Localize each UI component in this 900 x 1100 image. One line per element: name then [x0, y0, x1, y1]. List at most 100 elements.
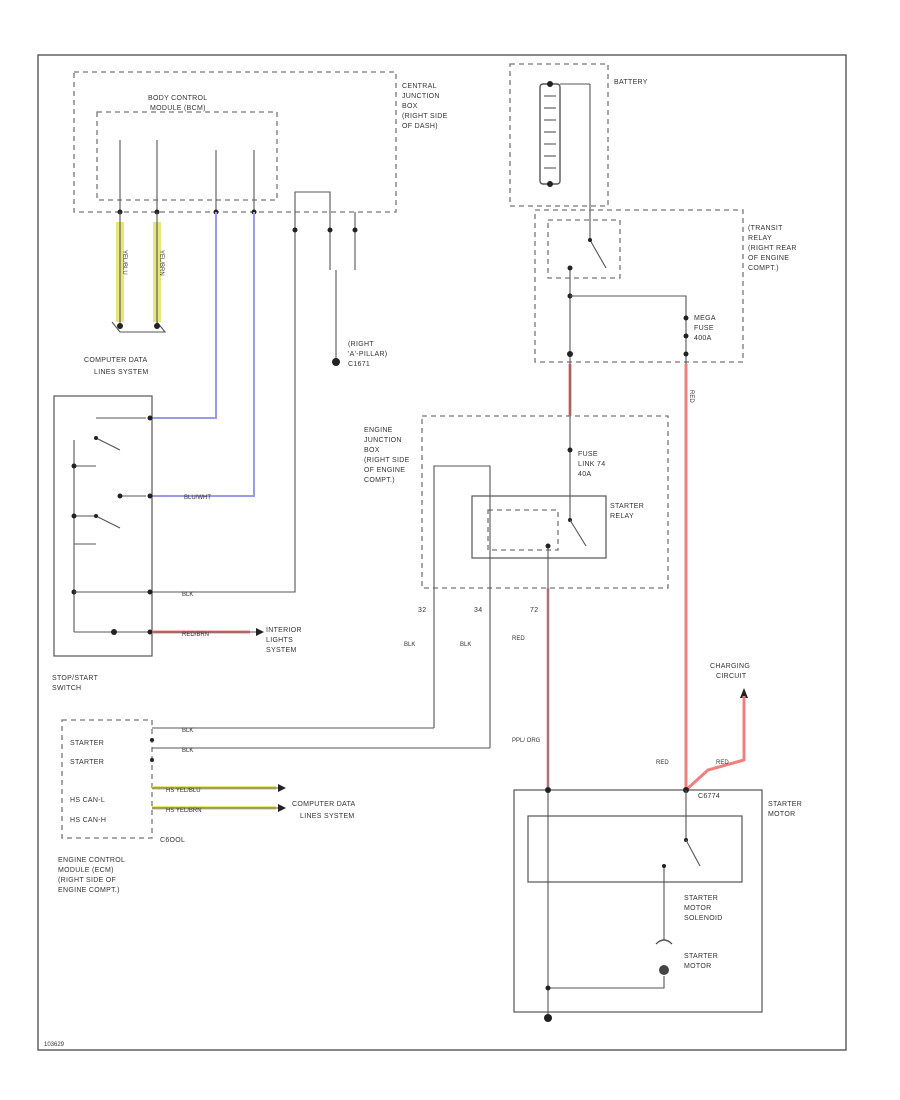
ecm-label-4: ENGINE COMPT.)	[58, 887, 120, 894]
ground-point-a-pillar	[332, 358, 340, 366]
ecm-label-2: MODULE (ECM)	[58, 867, 114, 874]
blue-wire-2	[152, 212, 255, 497]
battery-symbol	[539, 83, 561, 185]
red-label-mega: RED	[688, 390, 694, 403]
cjb-label-line-3: BOX	[402, 103, 418, 110]
starter-ground	[544, 1014, 552, 1022]
starter-relay-outline	[471, 495, 607, 559]
ejb-pin32-wire	[433, 465, 491, 588]
battery-label: BATTERY	[614, 79, 648, 86]
bcm-pins	[117, 140, 257, 215]
starter-solenoid-outline	[527, 815, 743, 883]
yel-brn-label: YEL/BRN	[158, 250, 164, 276]
charging-circuit-label-2: CIRCUIT	[716, 673, 747, 680]
transit-relay-label-3: (RIGHT REAR	[748, 245, 797, 252]
starter-motor-label-2: MOTOR	[768, 811, 795, 818]
ecm-label-1: ENGINE CONTROL	[58, 857, 125, 864]
computer-data-lines-top-2: LINES SYSTEM	[94, 369, 149, 376]
mega-fuse-label-3: 400A	[694, 335, 712, 342]
battery-box-outline	[509, 63, 609, 207]
ejb-label-3: BOX	[364, 447, 380, 454]
ecm-starter-1: STARTER	[70, 740, 104, 747]
body-control-module-outline	[96, 111, 278, 201]
stop-start-switch-outline	[53, 395, 153, 657]
ejb-label-1: ENGINE	[364, 427, 393, 434]
ppl-org-label: PPL/ ORG	[512, 738, 541, 744]
diagram-border	[37, 54, 847, 1051]
transit-relay-label-2: RELAY	[748, 235, 772, 242]
bcm-label-line-1: BODY CONTROL	[148, 95, 207, 102]
a-pillar-label-3: C1671	[348, 361, 370, 368]
solenoid-label-3: SOLENOID	[684, 915, 723, 922]
transit-relay-label-5: COMPT.)	[748, 265, 779, 272]
cjb-label-line-5: OF DASH)	[402, 123, 438, 130]
pin-72-label: 72	[530, 607, 538, 614]
pin-32-label: 32	[418, 607, 426, 614]
charging-circuit-arrow	[740, 688, 748, 698]
ecm-label-3: (RIGHT SIDE OF	[58, 877, 116, 884]
mega-fuse-label-1: MEGA	[694, 315, 716, 322]
ecm-hs-can-h: HS CAN-H	[70, 817, 106, 824]
blk-label-2: BLK	[404, 642, 415, 648]
red-brn-label: RED/BRN	[182, 632, 209, 638]
starter-motor-label-1: STARTER	[768, 801, 802, 808]
starter-motor-2-label-1: STARTER	[684, 953, 718, 960]
footer-code: 103629	[44, 1042, 65, 1048]
a-pillar-label-1: (RIGHT	[348, 341, 374, 348]
starter-motor-symbol	[655, 939, 673, 945]
a-pillar-label-2: 'A'-PILLAR)	[348, 351, 387, 358]
starter-relay-coil-outline	[487, 509, 559, 551]
starter-relay-label-1: STARTER	[610, 503, 644, 510]
blk-ground-wire	[150, 212, 296, 593]
transit-relay-inner-outline	[547, 219, 621, 279]
fuse-link-label-3: 40A	[578, 471, 591, 478]
mega-fuse-label-2: FUSE	[694, 325, 714, 332]
cjb-label-line-4: (RIGHT SIDE	[402, 113, 448, 120]
fuse-link-label-1: FUSE	[578, 451, 598, 458]
stop-start-switch-internals	[71, 415, 153, 635]
yel-blu-label: YEL/BLU	[121, 250, 127, 275]
starter-relay-label-2: RELAY	[610, 513, 634, 520]
starter-motor-2-label-2: MOTOR	[684, 963, 711, 970]
ecm-yel-blu-label: HS YEL/BLU	[166, 788, 201, 794]
ecm-starter-2: STARTER	[70, 759, 104, 766]
red-wire-charging	[684, 696, 746, 792]
ejb-label-2: JUNCTION	[364, 437, 402, 444]
transit-relay-box-outline	[534, 209, 744, 363]
stop-start-switch-label-1: STOP/START	[52, 675, 99, 682]
battery-cells	[544, 81, 556, 187]
interior-lights-label-3: SYSTEM	[266, 647, 297, 654]
computer-data-lines-top-1: COMPUTER DATA	[84, 357, 148, 364]
mega-fuse-feed	[570, 295, 687, 364]
central-junction-box-outline	[73, 71, 397, 213]
ecm-connector: C6OOL	[160, 837, 185, 844]
ecm-hs-can-l: HS CAN-L	[70, 797, 105, 804]
ecm-yel-brn-label: HS YEL/BRN	[166, 808, 202, 814]
starter-motor-winding	[659, 965, 669, 975]
ejb-label-5: OF ENGINE	[364, 467, 405, 474]
interior-lights-label-2: LIGHTS	[266, 637, 293, 644]
blue-wire-1	[152, 212, 217, 419]
computer-data-lines-bottom-2: LINES SYSTEM	[300, 813, 355, 820]
red-label-charging-2: RED	[716, 760, 729, 766]
starter-motor-outline	[513, 789, 763, 1013]
ecm-blk-label-1: BLK	[182, 728, 193, 734]
interior-lights-label-1: INTERIOR	[266, 627, 302, 634]
red-label-charging-1: RED	[656, 760, 669, 766]
ejb-label-6: COMPT.)	[364, 477, 395, 484]
data-lines-bracket	[111, 321, 167, 333]
starter-connector: C6774	[698, 793, 720, 800]
transit-relay-label-4: OF ENGINE	[748, 255, 789, 262]
bcm-label-line-2: MODULE (BCM)	[150, 105, 206, 112]
engine-junction-box-outline	[421, 415, 669, 589]
cjb-label-line-1: CENTRAL	[402, 83, 437, 90]
solenoid-label-2: MOTOR	[684, 905, 711, 912]
fuse-link-label-2: LINK 74	[578, 461, 605, 468]
cjb-label-line-2: JUNCTION	[402, 93, 440, 100]
red-label-relay: RED	[512, 636, 525, 642]
blk-label-3: BLK	[460, 642, 471, 648]
engine-control-module-outline	[61, 719, 153, 839]
transit-relay-label-1: (TRANSIT	[748, 225, 783, 232]
stop-start-switch-label-2: SWITCH	[52, 685, 81, 692]
